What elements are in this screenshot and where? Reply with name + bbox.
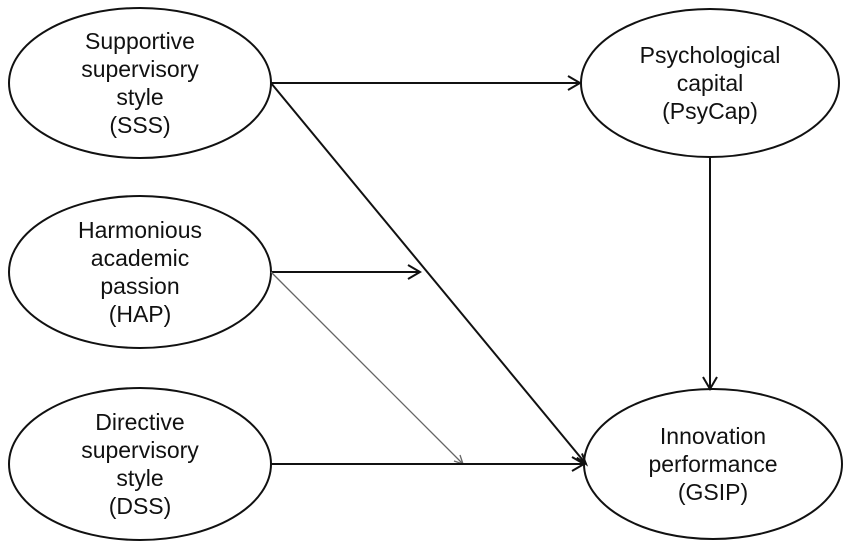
node-sss-line-2: supervisory — [81, 56, 199, 82]
node-dss-line-1: Directive — [95, 409, 185, 435]
node-psycap-line-2: capital — [676, 70, 744, 96]
node-hap-line-3: passion — [100, 273, 180, 299]
edge-psycap-gsip-arrowhead — [702, 376, 718, 391]
edge-dss-gsip-arrowhead — [571, 456, 586, 472]
node-dss-line-2: supervisory — [81, 437, 199, 463]
node-hap-line-2: academic — [90, 245, 190, 271]
node-sss-line-1: Supportive — [85, 28, 195, 54]
node-gsip-line-1: Innovation — [659, 423, 767, 449]
node-dss-line-4: (DSS) — [108, 493, 172, 519]
node-gsip-label: Innovation performance (GSIP) — [584, 389, 842, 539]
node-hap-line-1: Harmonious — [78, 217, 202, 243]
node-sss-label: Supportive supervisory style (SSS) — [9, 8, 271, 158]
node-hap-label: Harmonious academic passion (HAP) — [9, 196, 271, 348]
edge-sss-psycap-arrowhead — [567, 75, 582, 91]
edge-sss-gsip-arrowhead — [576, 453, 589, 467]
node-dss-label: Directive supervisory style (DSS) — [9, 388, 271, 540]
node-dss-line-3: style — [116, 465, 164, 491]
node-psycap-line-3: (PsyCap) — [662, 98, 758, 124]
node-gsip-line-3: (GSIP) — [677, 479, 749, 505]
edge-hap-moderation-sss-arrowhead — [407, 264, 422, 280]
node-sss-line-3: style — [116, 84, 164, 110]
node-hap-line-4: (HAP) — [108, 301, 172, 327]
node-sss-line-4: (SSS) — [109, 112, 171, 138]
node-psycap-line-1: Psychological — [639, 42, 781, 68]
edge-hap-moderation-dss — [270, 271, 464, 465]
edge-sss-gsip — [270, 82, 587, 465]
node-gsip-line-2: performance — [648, 451, 778, 477]
node-psycap-label: Psychological capital (PsyCap) — [581, 9, 839, 157]
